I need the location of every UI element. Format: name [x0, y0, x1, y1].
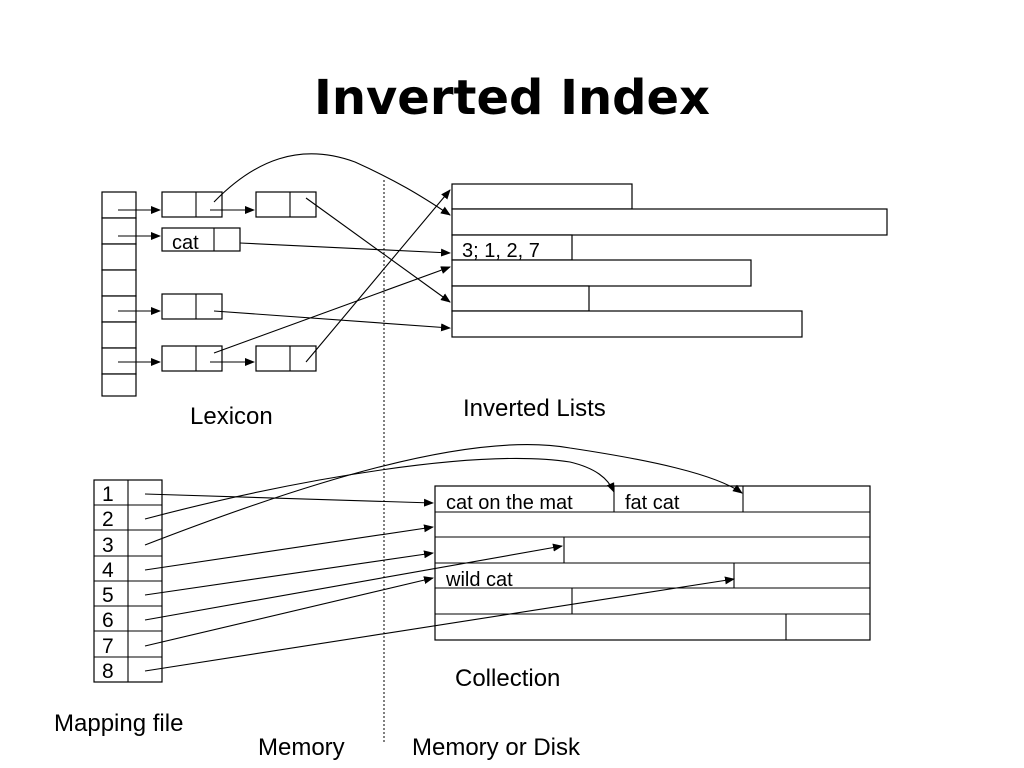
hash-slot: [101, 321, 137, 349]
hash-slot: [101, 269, 137, 297]
inverted-lists-label: Inverted Lists: [463, 395, 606, 422]
collection-doc: fat cat: [625, 492, 680, 514]
slide-title: Inverted Index: [313, 70, 711, 126]
hash-slot: [101, 191, 137, 219]
lexicon-node-cat: [161, 227, 241, 252]
mapping-file-label: Mapping file: [54, 710, 183, 737]
hash-slot: [101, 217, 137, 245]
mapping-row-number: 1: [102, 483, 114, 506]
hash-slot: [101, 347, 137, 375]
mapping-file-table: [93, 479, 163, 683]
inverted-list: [451, 285, 590, 312]
lexicon-node: [161, 345, 223, 372]
inverted-lists: [451, 183, 888, 338]
hash-slot: [101, 295, 137, 323]
hash-slot: [101, 373, 137, 397]
lexicon-node: [255, 191, 317, 218]
collection-label: Collection: [455, 665, 560, 692]
collection-doc: cat on the mat: [446, 492, 573, 514]
mapping-row-number: 2: [102, 508, 114, 531]
mapping-row-number: 5: [102, 584, 114, 607]
lexicon-node: [161, 191, 223, 218]
mapping-row-number: 7: [102, 635, 114, 658]
mapping-row-number: 4: [102, 559, 114, 582]
inverted-list: [451, 259, 752, 287]
lexicon-word-cat: cat: [172, 232, 199, 254]
lexicon-label: Lexicon: [190, 403, 273, 430]
collection-doc: wild cat: [445, 569, 513, 591]
memory-label: Memory: [258, 734, 345, 761]
lexicon-nodes: [161, 191, 317, 372]
lexicon-node: [161, 293, 223, 320]
inverted-list: [451, 183, 633, 210]
hash-slot: [101, 243, 137, 271]
mapping-row-number: 3: [102, 534, 114, 557]
mapping-row-number: 8: [102, 660, 114, 683]
lexicon-hash-table: [101, 191, 137, 397]
mapping-row-number: 6: [102, 609, 114, 632]
inverted-list: [451, 310, 803, 338]
lexicon-node: [255, 345, 317, 372]
inverted-list: [451, 208, 888, 236]
inverted-list-entry: 3; 1, 2, 7: [462, 240, 540, 262]
memory-or-disk-label: Memory or Disk: [412, 734, 581, 761]
